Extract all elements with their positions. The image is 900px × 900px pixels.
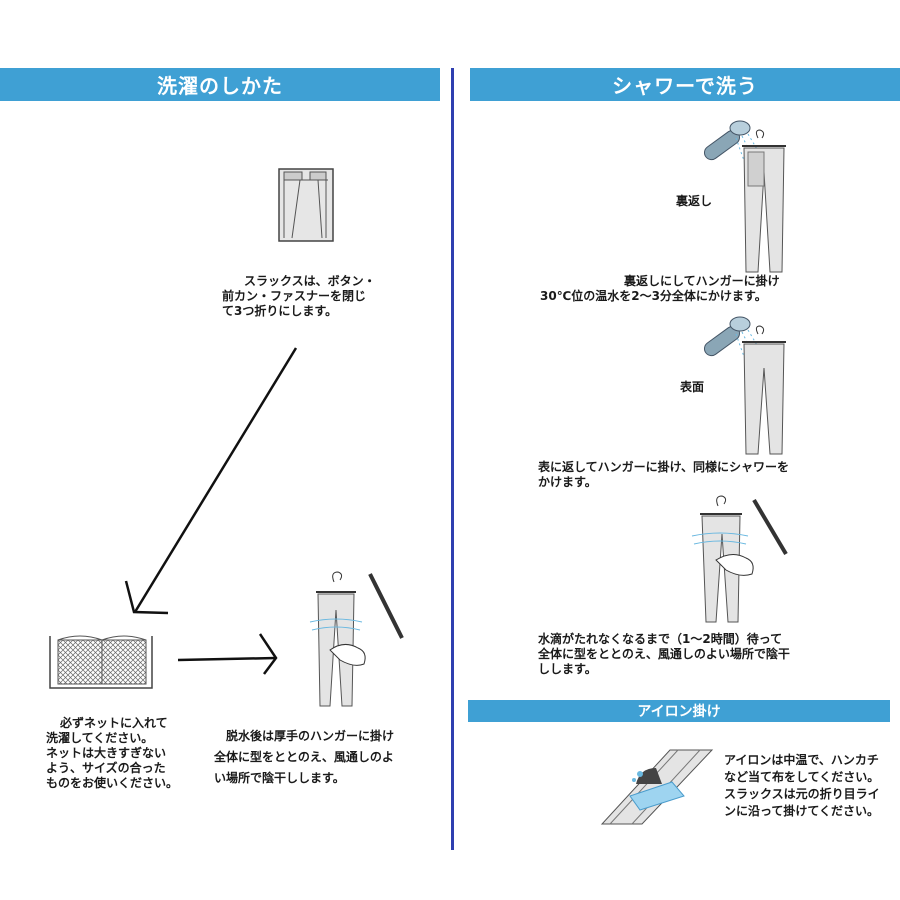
arrow-right-icon <box>177 633 278 675</box>
folded-slacks-illustration <box>278 168 334 242</box>
section-title-shower: シャワーで洗う <box>470 68 900 101</box>
shower-slacks-inside-illustration <box>703 120 786 273</box>
left-step2-text: 必ずネットに入れて 洗濯してください。 ネットは大きすぎない よう、サイズの合っ… <box>46 716 179 790</box>
left-step3-text: 脱水後は厚手のハンガーに掛け 全体に型をととのえ、風通しのよ い場所で陰干ししま… <box>214 729 395 785</box>
right-step3-text: 水滴がたれなくなるまで（1～2時間）待って 全体に型をととのえ、風通しのよい場所… <box>538 632 790 676</box>
ironing-title: アイロン掛け <box>468 700 890 722</box>
right-step2-text: 表に返してハンガーに掛け、同様にシャワーを かけます。 <box>538 460 790 489</box>
column-divider <box>451 68 454 850</box>
section-title-washing: 洗濯のしかた <box>0 68 440 101</box>
right-step1-text: 裏返しにしてハンガーに掛け 30℃位の温水を2～3分全体にかけます。 <box>540 274 780 303</box>
ironing-illustration <box>600 749 714 825</box>
shower-slacks-front-illustration <box>703 316 786 455</box>
drying-slacks-illustration <box>691 495 788 623</box>
left-step1-text: スラックスは、ボタン・ 前カン・ファスナーを閉じ て3つ折りにします。 <box>222 274 376 318</box>
arrow-to-net-icon <box>124 347 298 615</box>
hanging-slacks-illustration <box>309 571 404 707</box>
label-inside-out: 裏返し <box>676 194 713 208</box>
label-front-side: 表面 <box>680 380 705 394</box>
ironing-text: アイロンは中温で、ハンカチ など当て布をしてください。 スラックスは元の折り目ラ… <box>724 753 880 818</box>
laundry-net-illustration <box>49 635 153 689</box>
